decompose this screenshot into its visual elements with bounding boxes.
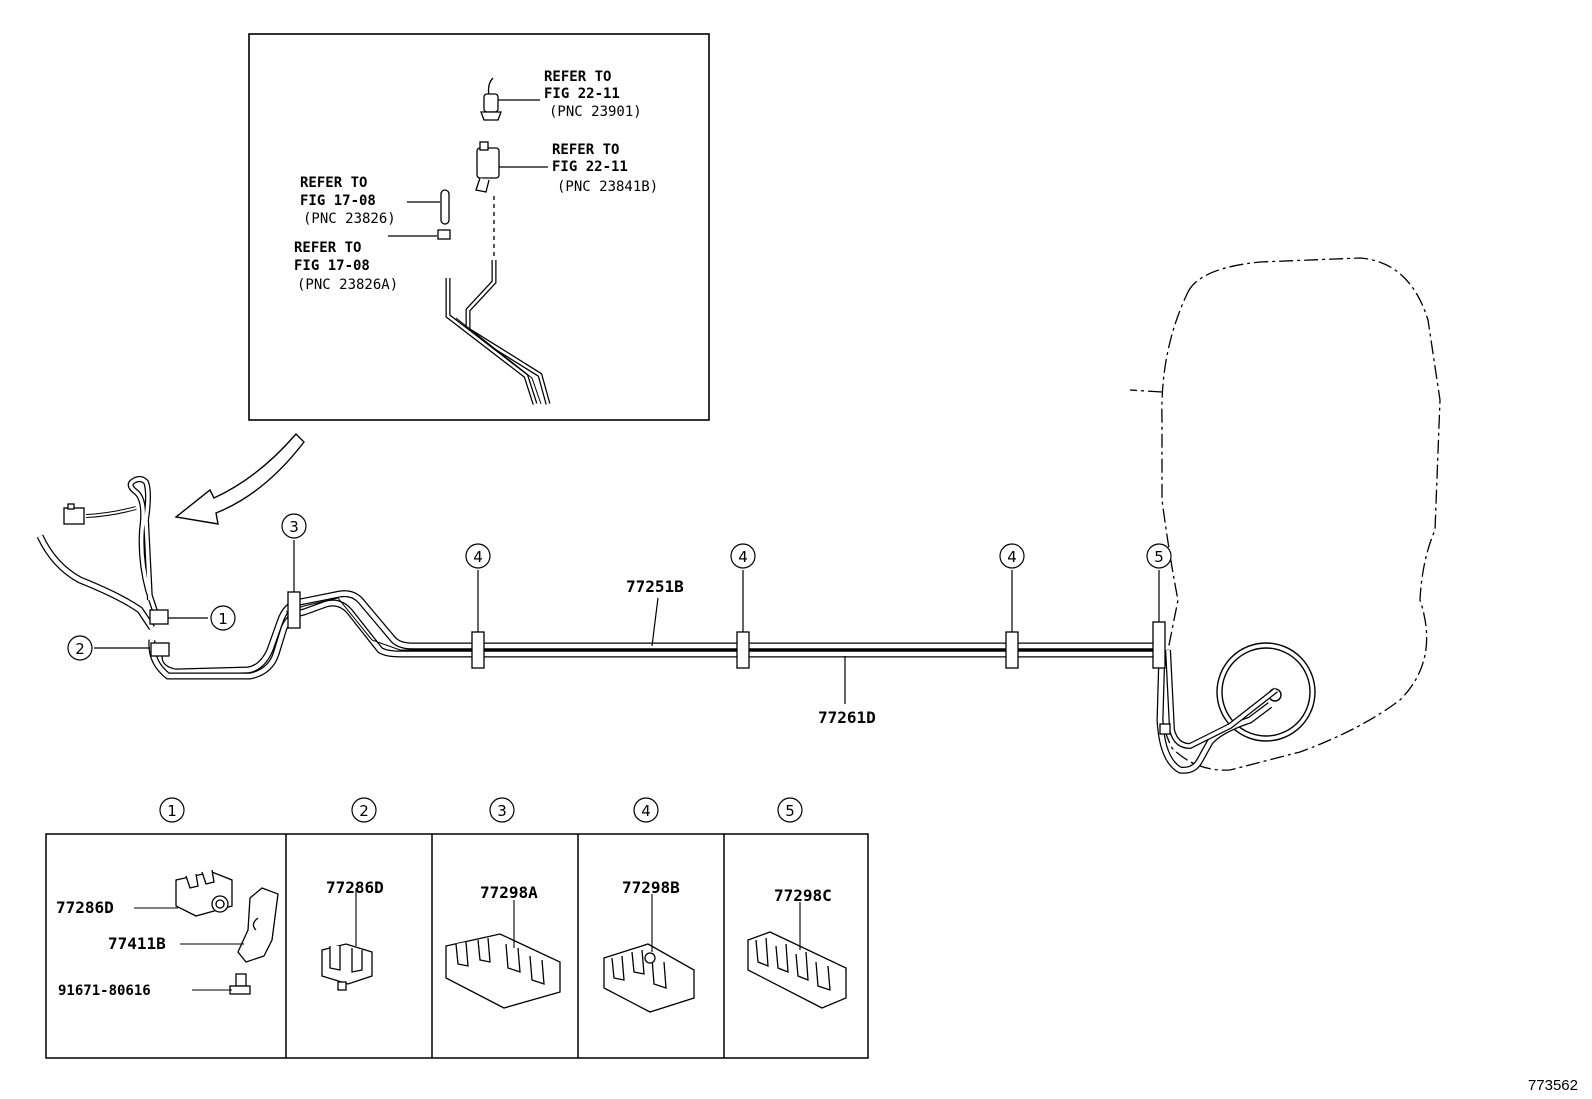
- pipe-label-lower: 77261D: [818, 708, 876, 727]
- svg-text:1: 1: [218, 610, 228, 628]
- part-label-91671: 91671-80616: [58, 983, 151, 999]
- pipe-label-upper: 77251B: [626, 577, 684, 596]
- inset-frame: [248, 33, 710, 421]
- svg-text:4: 4: [473, 548, 483, 566]
- clamp-4c: [1005, 631, 1019, 669]
- callout-2: 2: [67, 635, 93, 661]
- clamp-part-77286d: [175, 869, 233, 917]
- callout-4b: 4: [730, 543, 756, 569]
- callout-4a: 4: [465, 543, 491, 569]
- ref-label-23826a-l2: FIG 17-08: [294, 258, 370, 274]
- part-label-77411b: 77411B: [108, 934, 166, 953]
- route-callouts: 1 2 3 4 4 4 5: [67, 513, 1172, 661]
- callout-5: 5: [1146, 543, 1172, 569]
- part-label-77298c: 77298C: [774, 886, 832, 905]
- fuel-tank-outline: [1129, 257, 1441, 771]
- table-header-5: 5: [785, 802, 795, 820]
- inset-detail: REFER TO FIG 22-11 (PNC 23901) REFER TO …: [248, 33, 710, 421]
- pipe-clamps: [149, 591, 1171, 735]
- clamp-part-77298c: [747, 931, 847, 1009]
- quick-connector-part: [475, 141, 548, 260]
- ref-label-23901-l2: FIG 22-11: [544, 86, 620, 102]
- callout-leaders: [94, 540, 1160, 704]
- svg-text:5: 5: [1154, 548, 1164, 566]
- ref-label-23841b-l1: REFER TO: [552, 142, 619, 158]
- tank-end-clip: [1159, 723, 1171, 735]
- part-label-77298a: 77298A: [480, 883, 538, 902]
- detail-arrow: [174, 432, 305, 525]
- figure-number: 773562: [1528, 1077, 1578, 1094]
- clamp-4b: [736, 631, 750, 669]
- part-label-77286d-a: 77286D: [56, 898, 114, 917]
- small-clip-part: [388, 229, 451, 240]
- ref-pnc-23901: (PNC 23901): [549, 104, 642, 120]
- table-cell-1: 77286D 77411B 91671-80616: [56, 869, 279, 999]
- front-connector: [63, 503, 85, 525]
- ref-label-23826-l1: REFER TO: [300, 175, 367, 191]
- svg-text:2: 2: [75, 640, 85, 658]
- clamp-part-77298a: [445, 933, 561, 1009]
- clamp-part-77298b: [603, 943, 695, 1013]
- callout-3: 3: [281, 513, 307, 539]
- ref-pnc-23826: (PNC 23826): [303, 211, 396, 227]
- table-cell-5: 77298C: [747, 886, 847, 1009]
- clip-part-77286d: [321, 943, 373, 991]
- ref-label-23826a-l1: REFER TO: [294, 240, 361, 256]
- table-cell-2: 77286D: [321, 878, 384, 991]
- table-header-1: 1: [167, 802, 177, 820]
- ref-pnc-23826a: (PNC 23826A): [297, 277, 398, 293]
- table-cell-4: 77298B: [603, 878, 695, 1013]
- parts-table: 1 2 3 4 5: [45, 797, 869, 1059]
- clamp-1: [149, 609, 169, 625]
- bolt-part-91671: [229, 973, 251, 995]
- svg-text:4: 4: [738, 548, 748, 566]
- ref-label-23841b-l2: FIG 22-11: [552, 159, 628, 175]
- table-header-2: 2: [359, 802, 369, 820]
- small-tube-part: [407, 189, 450, 225]
- svg-text:4: 4: [1007, 548, 1017, 566]
- callout-1: 1: [210, 605, 236, 631]
- table-cell-3: 77298A: [445, 883, 561, 1009]
- part-label-77298b: 77298B: [622, 878, 680, 897]
- clamp-3: [287, 591, 301, 629]
- ref-label-23826-l2: FIG 17-08: [300, 193, 376, 209]
- table-header-4: 4: [641, 802, 651, 820]
- pump-ring: [1216, 642, 1316, 742]
- hose-connector-part: [480, 77, 540, 121]
- ref-pnc-23841b: (PNC 23841B): [557, 179, 658, 195]
- bracket-part-77411b: [237, 887, 279, 963]
- part-label-77286d-b: 77286D: [326, 878, 384, 897]
- svg-text:3: 3: [289, 518, 299, 536]
- inset-pipes: [445, 260, 551, 405]
- clamp-4a: [471, 631, 485, 669]
- callout-4c: 4: [999, 543, 1025, 569]
- table-header-3: 3: [497, 802, 507, 820]
- clamp-5: [1152, 621, 1166, 669]
- clamp-2: [150, 642, 170, 657]
- table-frame: [45, 833, 869, 1059]
- ref-label-23901-l1: REFER TO: [544, 69, 611, 85]
- table-header: 1 2 3 4 5: [159, 797, 803, 823]
